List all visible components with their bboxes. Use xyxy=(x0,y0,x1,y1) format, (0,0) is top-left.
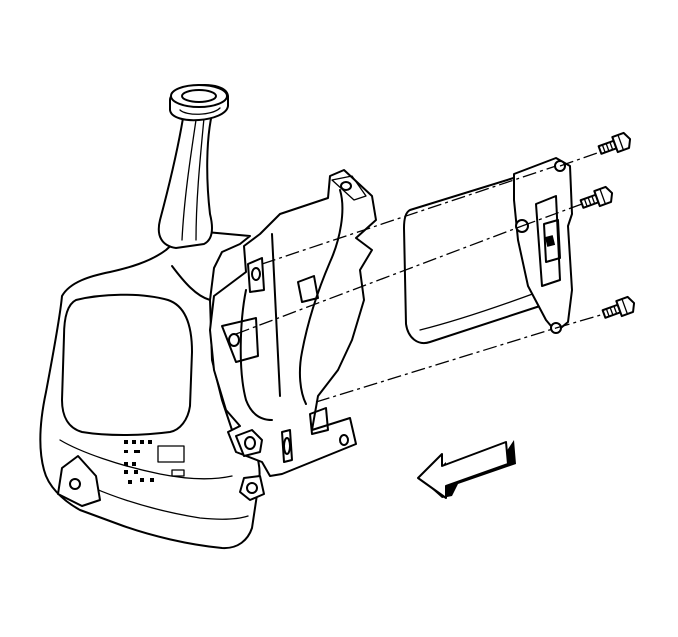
arrow-left-icon xyxy=(417,440,516,499)
filler-neck xyxy=(157,84,229,249)
alignment-lines xyxy=(235,151,605,403)
embossed-markings xyxy=(124,440,154,484)
washer-reservoir xyxy=(39,231,261,550)
bolt-lower xyxy=(601,295,636,319)
bolt-upper xyxy=(597,131,632,155)
mounting-bracket xyxy=(209,169,377,501)
bolt-middle xyxy=(579,185,614,209)
module-cover xyxy=(403,157,573,344)
